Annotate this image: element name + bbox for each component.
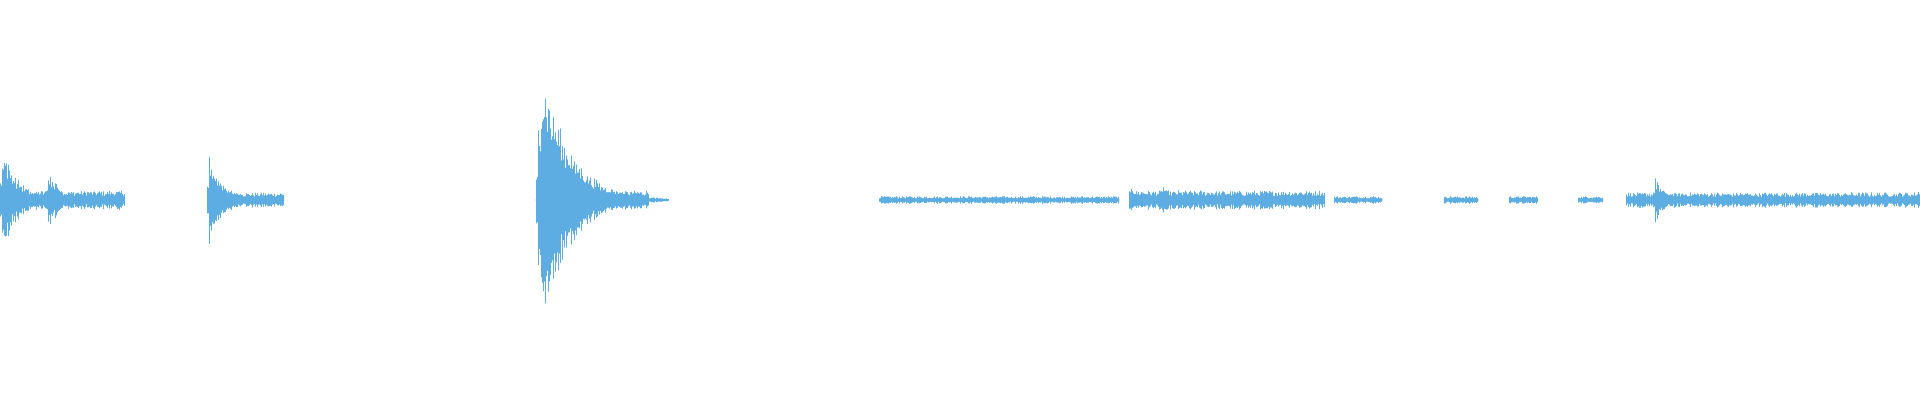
- waveform-body: [0, 98, 1920, 304]
